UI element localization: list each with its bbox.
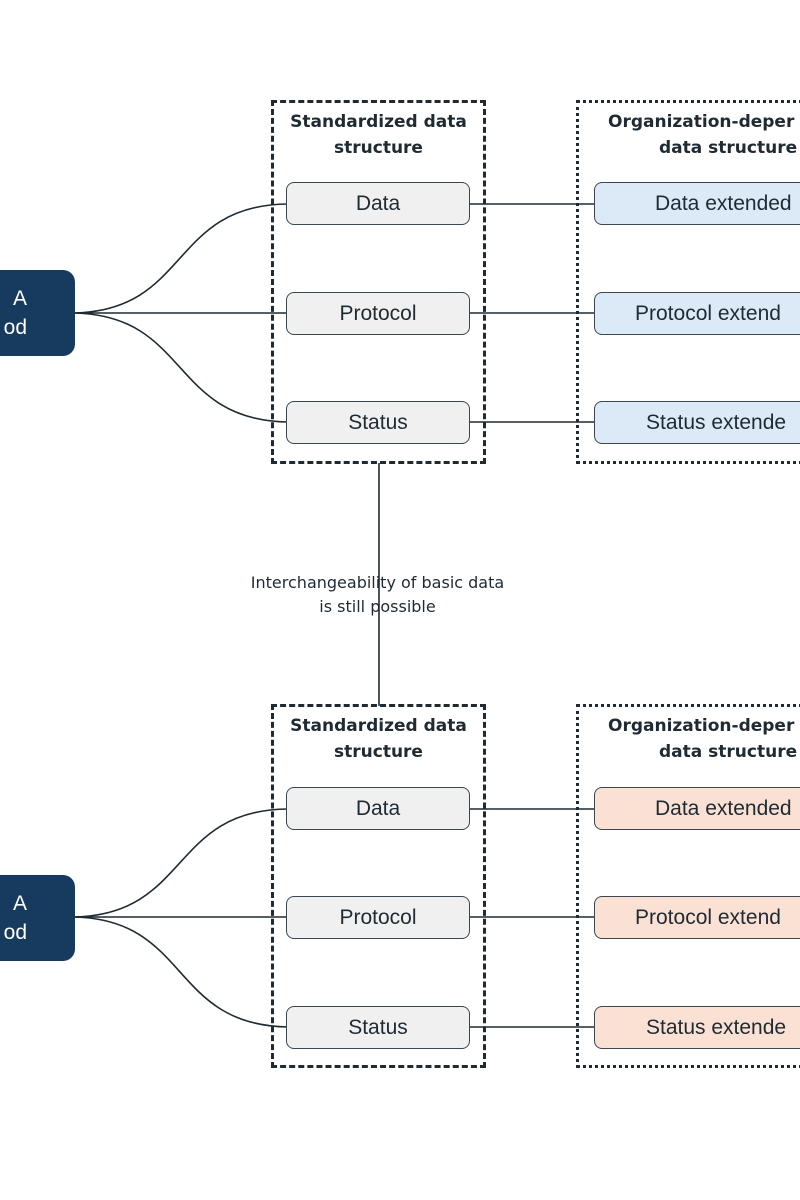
ext-node-bottom-data[interactable]: Data extended <box>594 787 800 830</box>
standardized-frame-top <box>271 100 486 464</box>
std-node-top-protocol[interactable]: Protocol <box>286 292 470 335</box>
standardized-title-top-line1: Standardized data <box>290 112 467 132</box>
interchangeability-note-line2: is still possible <box>319 597 436 616</box>
connector-method-bottom-to-data <box>74 808 289 918</box>
ext-node-top-data[interactable]: Data extended <box>594 182 800 225</box>
standardized-title-bottom-line2: structure <box>334 742 423 762</box>
method-box-top: A od <box>0 270 75 356</box>
std-node-top-data[interactable]: Data <box>286 182 470 225</box>
organization-title-bottom-line2: data structure <box>659 742 798 762</box>
interchangeability-note: Interchangeability of basic data is stil… <box>230 571 525 619</box>
standardized-title-top-line2: structure <box>334 138 423 158</box>
method-box-bottom: A od <box>0 875 75 961</box>
method-box-top-line1: A <box>12 287 27 310</box>
std-node-top-status[interactable]: Status <box>286 401 470 444</box>
organization-title-top-line2: data structure <box>659 138 798 158</box>
organization-frame-top <box>576 100 800 464</box>
method-box-top-line2: od <box>3 316 27 339</box>
organization-title-bottom: Organization-deper data structure <box>608 713 797 765</box>
organization-frame-bottom <box>576 704 800 1068</box>
method-box-bottom-line1: A <box>12 892 27 915</box>
method-box-bottom-line2: od <box>3 921 27 944</box>
organization-title-bottom-line1: Organization-deper <box>608 716 795 736</box>
std-node-bottom-protocol[interactable]: Protocol <box>286 896 470 939</box>
standardized-title-top: Standardized data structure <box>271 109 486 161</box>
standardized-title-bottom-line1: Standardized data <box>290 716 467 736</box>
organization-title-top: Organization-deper data structure <box>608 109 797 161</box>
ext-node-top-protocol[interactable]: Protocol extend <box>594 292 800 335</box>
connector-method-bottom-to-status <box>74 916 289 1028</box>
connector-method-top-to-status <box>74 312 289 423</box>
ext-node-bottom-status[interactable]: Status extende <box>594 1006 800 1049</box>
standardized-frame-bottom <box>271 704 486 1068</box>
std-node-bottom-status[interactable]: Status <box>286 1006 470 1049</box>
standardized-title-bottom: Standardized data structure <box>271 713 486 765</box>
ext-node-top-status[interactable]: Status extende <box>594 401 800 444</box>
connector-method-top-to-data <box>74 203 289 314</box>
organization-title-top-line1: Organization-deper <box>608 112 795 132</box>
std-node-bottom-data[interactable]: Data <box>286 787 470 830</box>
interchangeability-note-line1: Interchangeability of basic data <box>250 573 505 592</box>
ext-node-bottom-protocol[interactable]: Protocol extend <box>594 896 800 939</box>
